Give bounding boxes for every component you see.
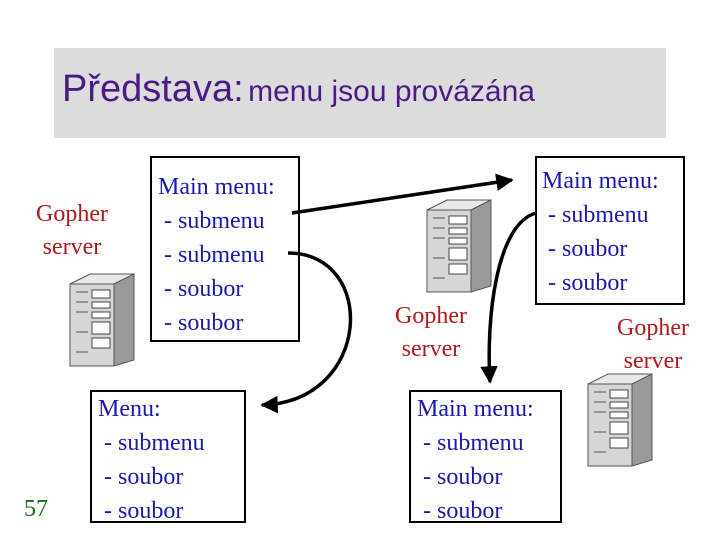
page-number: 57 xyxy=(24,496,48,523)
arrow-submenu-to-remote-main xyxy=(292,180,512,213)
arrow-submenu-to-menu xyxy=(262,253,350,405)
arrow-remote-submenu-to-main xyxy=(489,213,536,382)
